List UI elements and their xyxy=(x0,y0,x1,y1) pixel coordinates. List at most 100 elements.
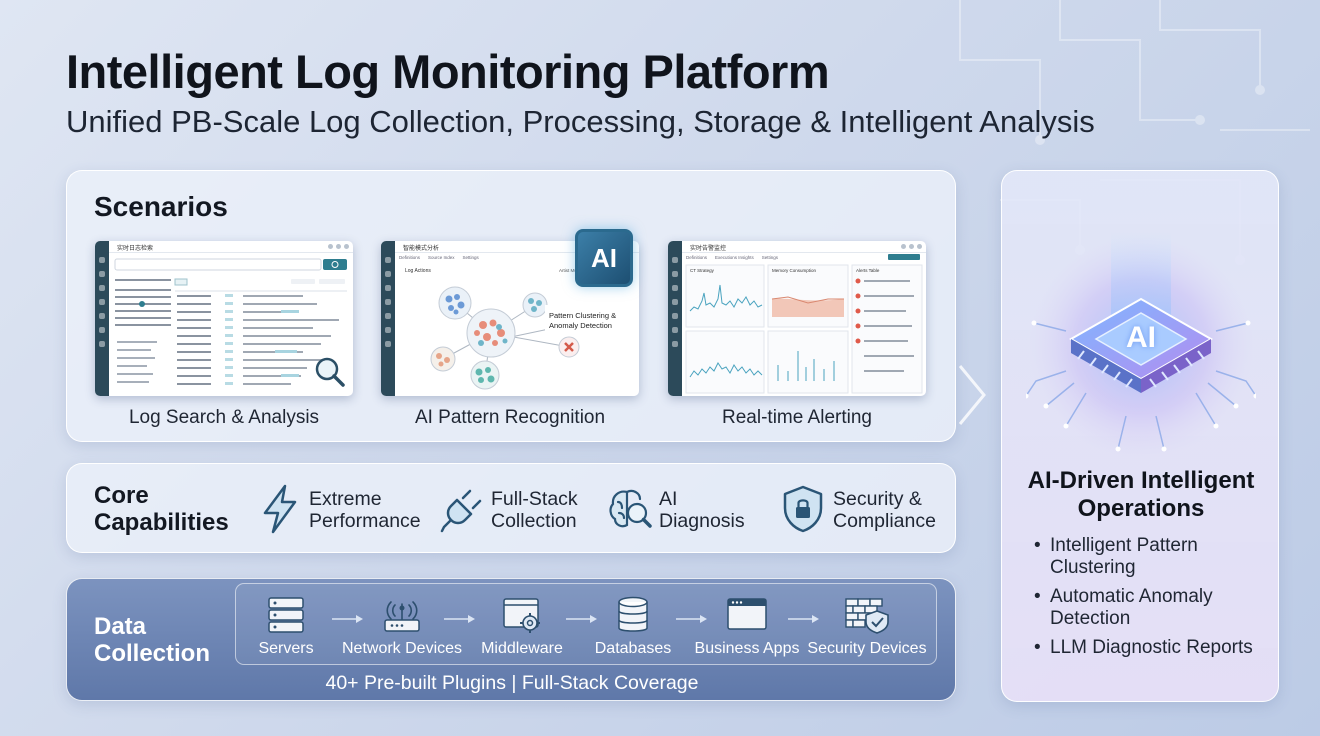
cluster-visualization xyxy=(430,286,619,390)
data-heading-line2: Collection xyxy=(94,640,211,667)
feature-line2: Clustering xyxy=(1050,557,1136,578)
window-title: 实时告警监控 xyxy=(690,246,727,252)
feature-line1: LLM Diagnostic Reports xyxy=(1050,637,1253,658)
window-title: 智能模式分析 xyxy=(403,246,440,252)
tab-source-index[interactable]: Source Index xyxy=(428,255,455,260)
tab-definitions[interactable]: Definitions xyxy=(686,255,708,260)
capability-line2: Compliance xyxy=(833,510,936,532)
alerts-table-title: Alerts Table xyxy=(856,268,880,273)
source-label: Servers xyxy=(258,640,314,657)
app-window-icon xyxy=(727,598,767,630)
feature-line1: Automatic Anomaly xyxy=(1050,586,1213,607)
data-sources-row: Servers Network Devices xyxy=(235,583,937,665)
arrow-icon xyxy=(332,615,363,623)
data-collection-footer: 40+ Pre-built Plugins | Full-Stack Cover… xyxy=(325,672,699,694)
arrow-icon xyxy=(444,615,475,623)
source-label: Network Devices xyxy=(342,640,463,657)
source-middleware[interactable]: Middleware xyxy=(462,596,582,658)
capability-line1: AI xyxy=(659,488,678,510)
scenario-caption-ai-pattern: AI Pattern Recognition xyxy=(414,407,606,428)
app-titlebar: 实时告警监控 xyxy=(682,241,926,253)
data-collection-heading: Data Collection xyxy=(94,613,210,667)
tab-settings[interactable]: Settings xyxy=(462,255,479,260)
source-label: Databases xyxy=(594,640,672,657)
source-security-devices[interactable]: Security Devices xyxy=(807,596,927,658)
chart-title-strategy: CT Strategy xyxy=(690,268,714,273)
scenario-caption-alerting: Real-time Alerting xyxy=(722,407,872,428)
source-business-apps[interactable]: Business Apps xyxy=(687,596,807,658)
capability-line1: Full-Stack xyxy=(491,488,578,510)
capability-line1: Extreme xyxy=(309,488,382,510)
capability-line1: Security & xyxy=(833,488,922,510)
tab-executions[interactable]: Executions Insights xyxy=(715,255,754,260)
ai-operations-title: AI-Driven Intelligent Operations xyxy=(1002,467,1280,523)
app-sidebar xyxy=(95,241,109,396)
window-gear-icon xyxy=(503,598,540,633)
chart-title-memory: Memory Consumption xyxy=(772,268,817,273)
ai-chip-label: AI xyxy=(1126,321,1156,354)
capability-line2: Performance xyxy=(309,510,421,532)
app-sidebar xyxy=(381,241,395,396)
feature-line1: Intelligent Pattern xyxy=(1050,535,1198,556)
ai-feature-item: Intelligent Pattern Clustering xyxy=(1034,535,1253,579)
magnifier-icon xyxy=(315,357,345,387)
plug-icon xyxy=(440,489,482,533)
shield-lock-icon xyxy=(783,485,823,533)
app-tabs: Definitions Executions Insights Settings xyxy=(686,255,786,260)
ai-chip-badge: AI xyxy=(575,229,633,287)
ai-title-line2: Operations xyxy=(1077,495,1205,522)
app-sidebar xyxy=(668,241,682,396)
app-titlebar: 实时日志检索 xyxy=(109,241,353,253)
server-icon xyxy=(268,597,304,633)
alerting-dashboard xyxy=(685,254,923,394)
capability-line2: Diagnosis xyxy=(659,510,745,532)
source-label: Middleware xyxy=(481,640,563,657)
app-tabs: Definitions Source Index Settings xyxy=(399,255,487,260)
core-heading: Core Capabilities xyxy=(94,482,229,536)
lightning-icon xyxy=(263,484,297,534)
app-titlebar: 智能模式分析 xyxy=(395,241,639,253)
router-icon xyxy=(384,601,420,632)
ai-chip-icon xyxy=(1026,231,1256,458)
connector-arrow-icon xyxy=(958,365,986,425)
data-collection-panel: Data Collection Servers xyxy=(66,578,956,701)
panel-title: Log Actions xyxy=(405,268,431,274)
page-subtitle: Unified PB-Scale Log Collection, Process… xyxy=(66,104,1095,139)
brain-search-icon xyxy=(609,489,652,528)
ai-operations-panel: AI AI-Driven Intelligent Operations Inte… xyxy=(1001,170,1279,702)
scenario-caption-log-search: Log Search & Analysis xyxy=(128,407,320,428)
alerting-screenshot[interactable]: 实时告警监控 Definitions Executions Insights Set… xyxy=(668,241,926,396)
log-search-screenshot[interactable]: 实时日志检索 xyxy=(95,241,353,396)
arrow-icon xyxy=(566,615,597,623)
source-servers[interactable]: Servers xyxy=(226,596,346,658)
page-title: Intelligent Log Monitoring Platform xyxy=(66,45,830,98)
source-label: Business Apps xyxy=(694,640,800,657)
capability-label: Extreme Performance xyxy=(309,488,421,532)
capability-line2: Collection xyxy=(491,510,577,532)
capability-label: Full-Stack Collection xyxy=(491,488,578,532)
window-title: 实时日志检索 xyxy=(117,246,154,252)
tab-settings[interactable]: Settings xyxy=(761,255,779,260)
ai-title-line1: AI-Driven Intelligent xyxy=(1027,467,1255,494)
core-capabilities-panel: Core Capabilities Extreme Performance Fu… xyxy=(66,463,956,553)
capability-label: Security & Compliance xyxy=(833,488,936,532)
database-icon xyxy=(618,596,648,632)
pattern-callout: Pattern Clustering & Anomaly Detection xyxy=(549,311,617,330)
core-heading-line2: Capabilities xyxy=(94,509,229,536)
feature-line2: Detection xyxy=(1050,608,1131,629)
firewall-shield-icon xyxy=(845,598,889,634)
source-label: Security Devices xyxy=(807,640,927,657)
ai-feature-list: Intelligent Pattern Clustering Automatic… xyxy=(1034,535,1253,666)
log-search-mockup xyxy=(114,258,347,387)
source-databases[interactable]: Databases xyxy=(573,596,693,658)
source-network-devices[interactable]: Network Devices xyxy=(342,596,462,658)
arrow-icon xyxy=(676,615,707,623)
ai-feature-item: Automatic Anomaly Detection xyxy=(1034,586,1253,630)
capability-label: AI Diagnosis xyxy=(659,488,745,532)
scenarios-panel: Scenarios 实时日志检索 xyxy=(66,170,956,442)
tab-definitions[interactable]: Definitions xyxy=(399,255,421,260)
arrow-icon xyxy=(788,615,819,623)
ai-feature-item: LLM Diagnostic Reports xyxy=(1034,637,1253,659)
data-heading-line1: Data xyxy=(94,613,147,640)
scenarios-heading: Scenarios xyxy=(94,191,228,222)
